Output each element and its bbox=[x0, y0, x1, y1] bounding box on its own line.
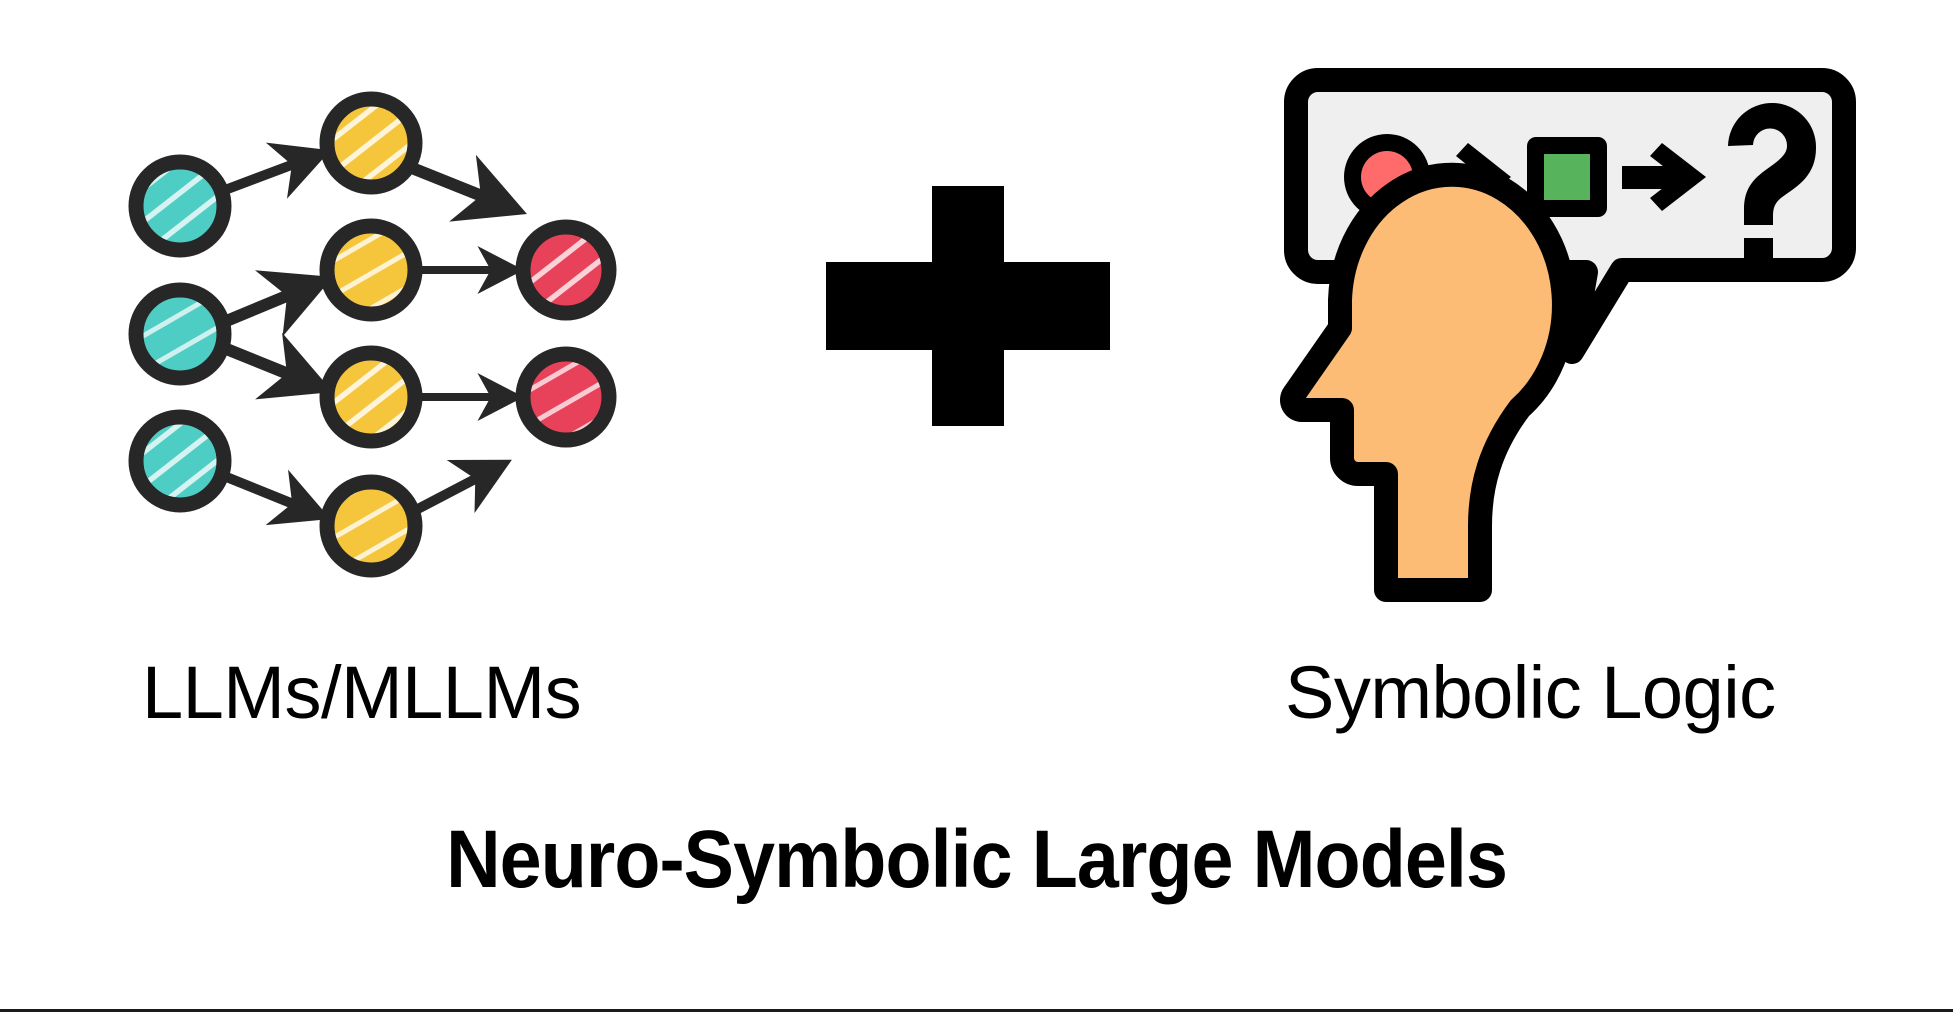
question-mark-glyph bbox=[1728, 102, 1817, 264]
plus-sign-icon bbox=[826, 186, 1110, 426]
speech-bubble bbox=[1284, 68, 1856, 364]
node-in-2 bbox=[128, 282, 232, 386]
node-hid-3 bbox=[319, 345, 423, 449]
network-edges bbox=[218, 142, 527, 526]
edge-in3-hid4 bbox=[219, 469, 331, 526]
edge-in2-hid2 bbox=[218, 270, 333, 337]
caption-llms: LLMs/MLLMs bbox=[142, 651, 582, 734]
node-hid-2 bbox=[319, 218, 423, 322]
caption-row: LLMs/MLLMs Symbolic Logic bbox=[0, 648, 1953, 738]
node-hid-1 bbox=[319, 91, 423, 195]
page-title: Neuro-Symbolic Large Models bbox=[446, 814, 1508, 905]
edge-hid4-out-above bbox=[407, 459, 512, 517]
edge-hid1-out-above bbox=[406, 154, 527, 222]
head-profile bbox=[1280, 162, 1576, 602]
caption-symbolic-logic: Symbolic Logic bbox=[1285, 651, 1776, 734]
node-hid-4 bbox=[319, 474, 423, 578]
head-silhouette bbox=[1280, 162, 1576, 602]
title-bar: Neuro-Symbolic Large Models bbox=[0, 805, 1953, 915]
implies-arrow-2 bbox=[1622, 143, 1706, 211]
bottom-divider bbox=[0, 1009, 1953, 1012]
edge-in1-hid1 bbox=[220, 142, 331, 199]
node-in-1 bbox=[128, 154, 232, 258]
edge-in2-hid3 bbox=[218, 332, 333, 400]
node-out-2 bbox=[515, 346, 617, 448]
network-nodes bbox=[128, 91, 617, 578]
node-in-3 bbox=[128, 409, 232, 513]
green-square-symbol bbox=[1527, 137, 1607, 217]
node-out-1 bbox=[515, 219, 617, 321]
